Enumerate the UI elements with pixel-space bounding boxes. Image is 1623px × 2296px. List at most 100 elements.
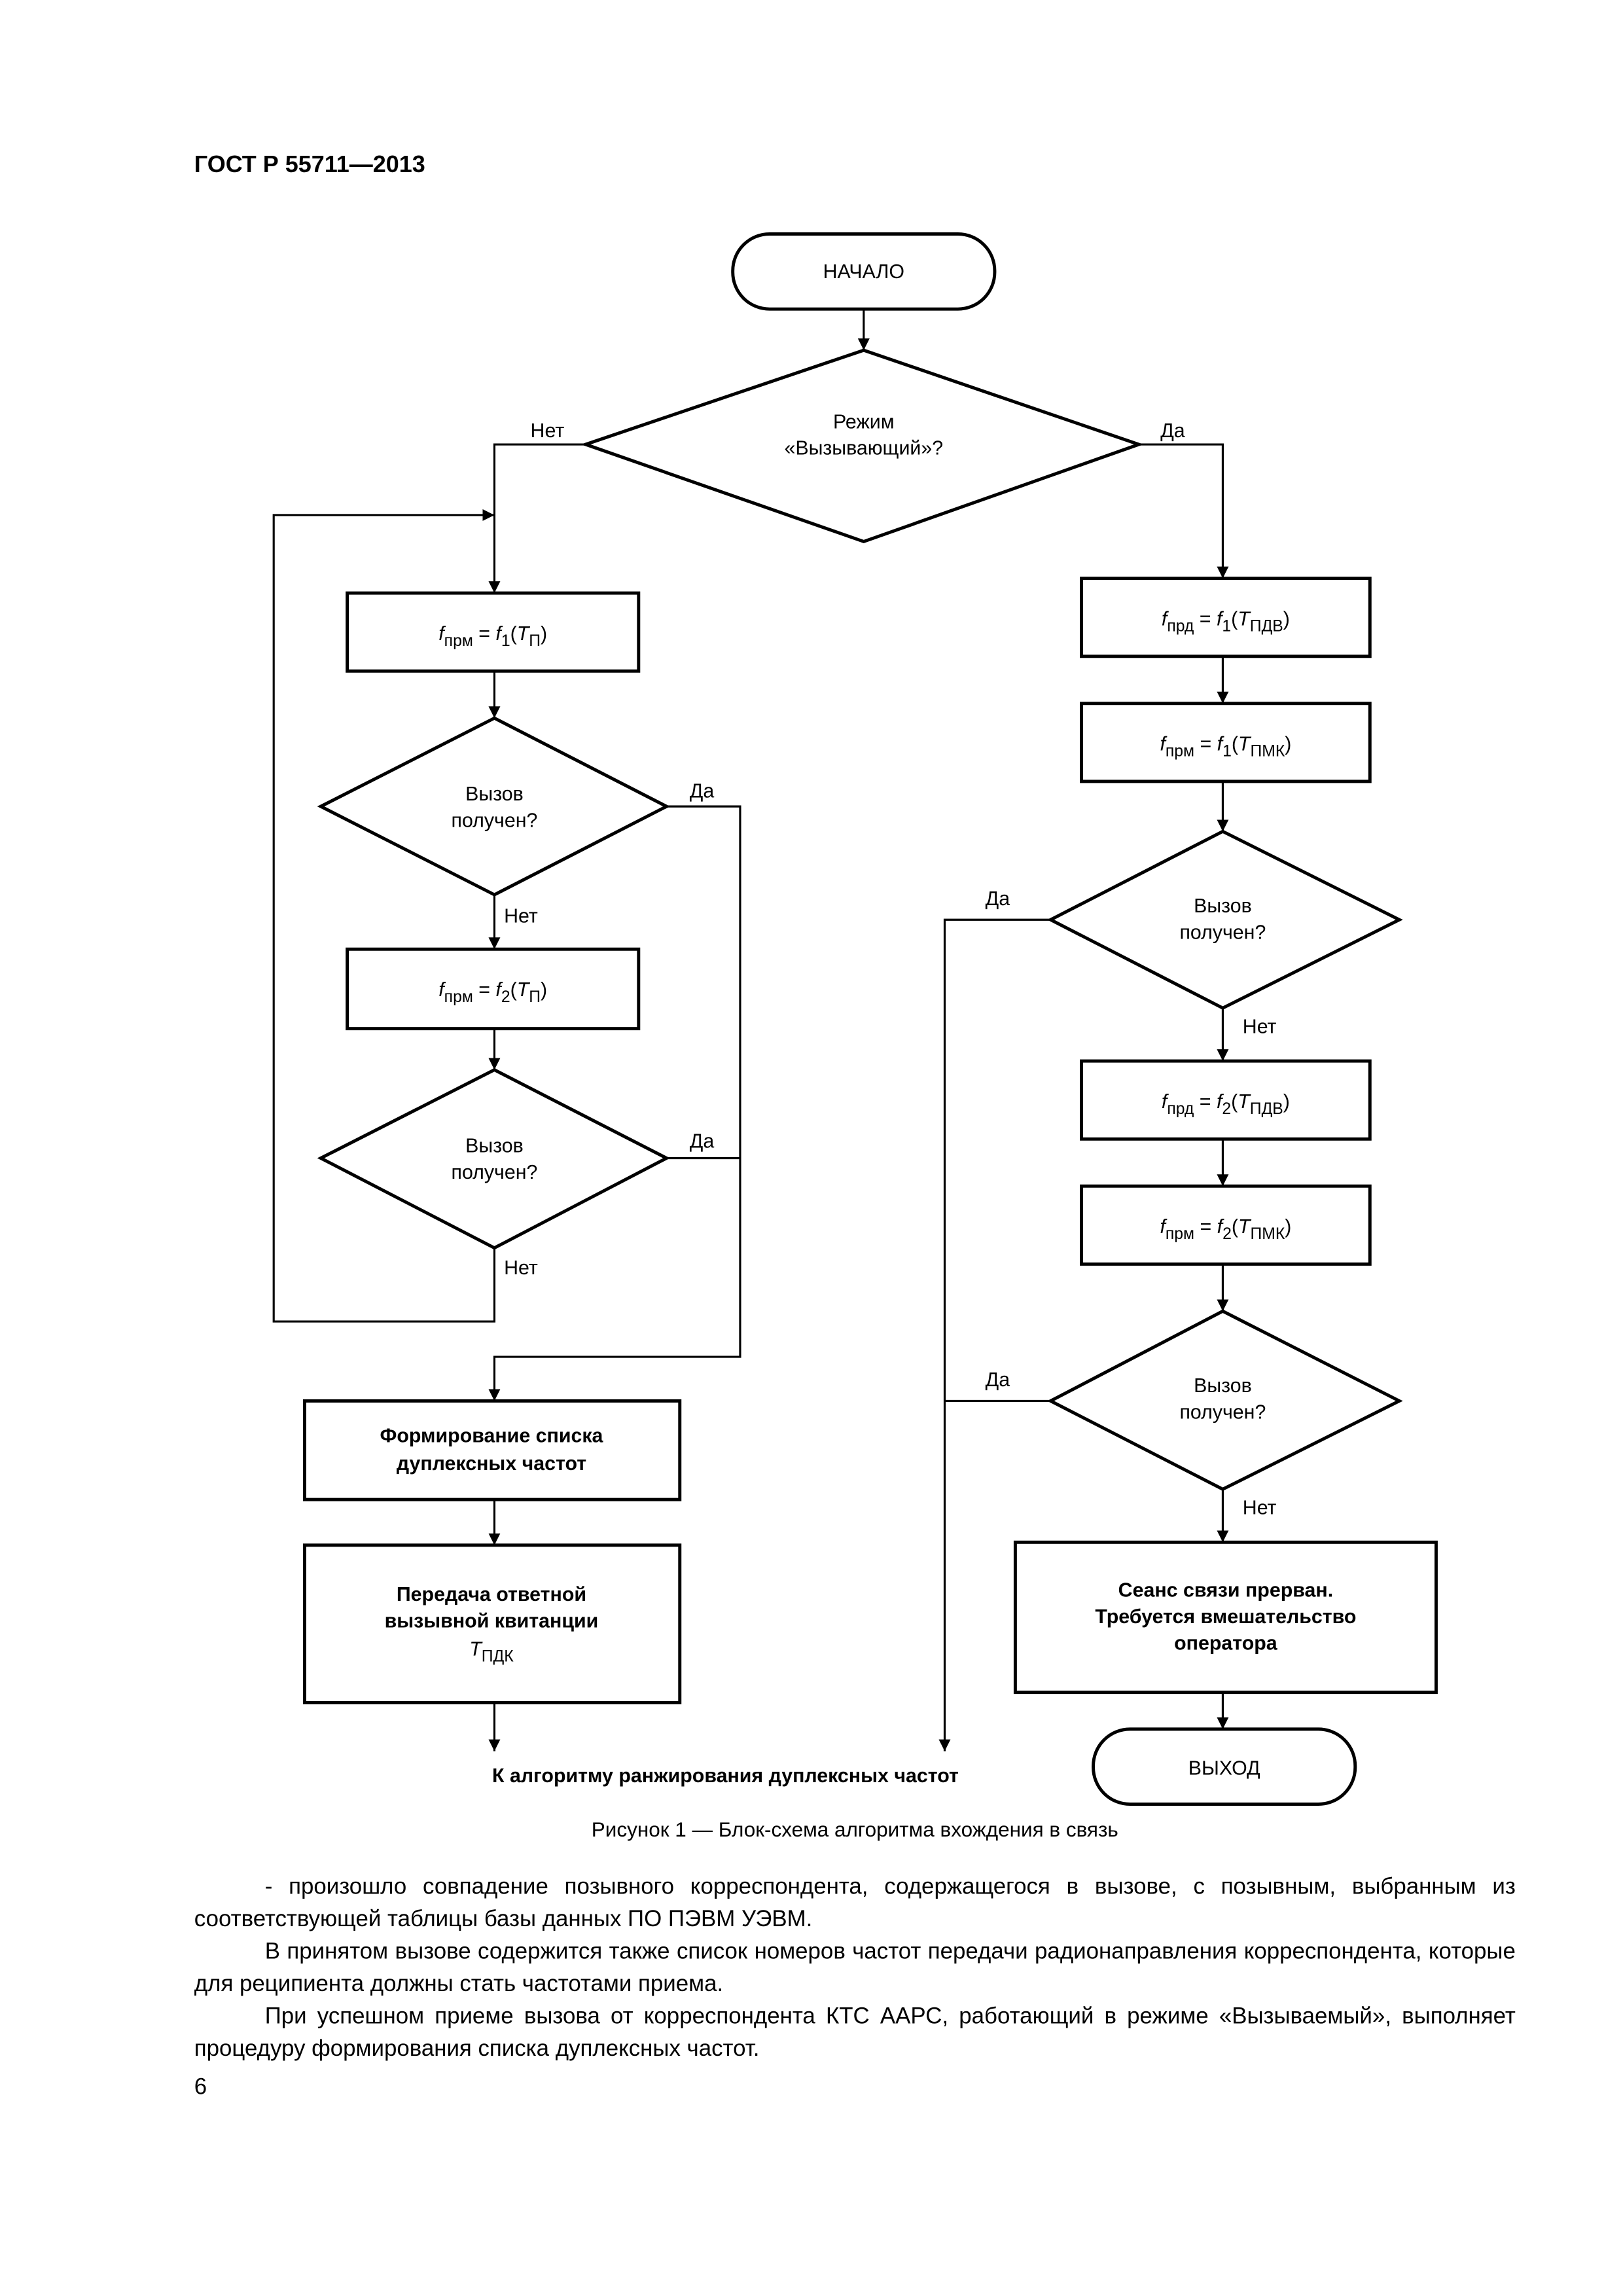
formula-part: ): [1285, 734, 1291, 755]
label-yes: Да: [986, 888, 1010, 910]
decision-text: получен?: [452, 1162, 538, 1183]
formula-part: ): [1283, 1091, 1290, 1113]
decision-right-2: [1046, 1309, 1403, 1492]
decision-text: получен?: [1179, 1401, 1266, 1423]
decision-left-2: [317, 1067, 670, 1250]
formula-part: T: [1238, 609, 1251, 630]
formula-part: ): [541, 623, 547, 645]
formula-subscript: ПДВ: [1250, 618, 1283, 636]
formula-subscript: прм: [444, 988, 473, 1006]
process-right-3: [1080, 1059, 1372, 1141]
body-text: - произошло совпадение позывного корресп…: [194, 1872, 1516, 2066]
formula-subscript: П: [529, 632, 541, 650]
session-broken-line1: Сеанс связи прерван.: [1118, 1580, 1333, 1602]
decision-left-1: [317, 716, 670, 897]
formula-subscript: 1: [1222, 743, 1232, 761]
mode-decision-line1: Режим: [833, 411, 895, 433]
session-broken-line2: Требуется вмешательство: [1095, 1606, 1356, 1628]
formula-part: (: [1231, 609, 1238, 630]
exit-terminal: [1092, 1727, 1357, 1806]
formula-subscript: 2: [501, 988, 510, 1006]
process-right-4: [1080, 1184, 1372, 1266]
formula-left-1: fпрм = f1(TП): [438, 623, 547, 650]
formula-part: =: [1194, 1216, 1217, 1238]
start-label: НАЧАЛО: [823, 261, 904, 283]
arrow-yes: [488, 805, 741, 1401]
formula-subscript: ПДВ: [1250, 1100, 1283, 1118]
formula-part: (: [1231, 1091, 1238, 1113]
document-header: ГОСТ Р 55711—2013: [194, 152, 425, 179]
formula-subscript: прм: [1166, 743, 1194, 761]
decision-text: Вызов: [1194, 895, 1252, 917]
figure-caption: Рисунок 1 — Блок-схема алгоритма вхожден…: [592, 1818, 1118, 1841]
process-right-1: [1080, 577, 1372, 658]
loop-arrow: [272, 509, 496, 1323]
send-receipt-box: [302, 1543, 682, 1704]
formula-subscript: 2: [1222, 1100, 1231, 1118]
formula-part: (: [1232, 734, 1238, 755]
formula-part: =: [473, 623, 496, 645]
label-yes: Да: [690, 1131, 715, 1153]
arrow-yes: [938, 918, 1051, 1751]
label-no: Нет: [531, 420, 565, 442]
mode-decision: [580, 348, 1144, 544]
connectors: [272, 309, 1229, 1751]
var-subscript: ПДК: [482, 1647, 514, 1665]
formula-part: T: [1238, 734, 1252, 755]
decision-text: Вызов: [465, 1135, 524, 1157]
send-receipt-line2: вызывной квитанции: [385, 1611, 599, 1632]
formula-subscript: 1: [501, 632, 510, 650]
decision-text: Вызов: [1194, 1375, 1252, 1397]
paragraph: - произошло совпадение позывного корресп…: [194, 1874, 1516, 1933]
to-ranking-label: К алгоритму ранжирования дуплексных част…: [492, 1765, 959, 1787]
send-receipt-line1: Передача ответной: [397, 1584, 586, 1605]
process-left-2: [346, 947, 641, 1031]
formula-part: T: [1238, 1091, 1251, 1113]
formula-part: (: [510, 979, 517, 1001]
formula-left-2: fпрм = f2(TП): [438, 979, 547, 1006]
label-yes: Да: [1160, 420, 1185, 442]
formula-right-4: fпрм = f2(TПМК): [1160, 1216, 1291, 1243]
label-no: Нет: [504, 906, 538, 927]
session-broken-line3: оператора: [1174, 1632, 1278, 1654]
label-yes: Да: [986, 1369, 1010, 1391]
arrow-yes: [1139, 443, 1229, 579]
form-list-line1: Формирование списка: [380, 1425, 603, 1446]
decision-right-1: [1046, 829, 1403, 1010]
label-no: Нет: [1243, 1016, 1277, 1037]
formula-subscript: 1: [1222, 618, 1231, 636]
label-no: Нет: [504, 1257, 538, 1279]
exit-label: ВЫХОД: [1188, 1758, 1260, 1780]
formula-part: =: [1194, 609, 1217, 630]
label-no: Нет: [1243, 1498, 1277, 1519]
formula-part: T: [1238, 1216, 1252, 1238]
formula-subscript: прд: [1167, 1100, 1194, 1118]
flowchart: НАЧАЛО Режим «Вызывающий»? Нет Да fпрм =…: [272, 232, 1438, 1841]
formula-part: ): [1285, 1216, 1291, 1238]
formula-subscript: прм: [1166, 1225, 1194, 1243]
decision-text: получен?: [1179, 922, 1266, 943]
page-number: 6: [194, 2075, 207, 2100]
session-broken-box: [1013, 1540, 1438, 1695]
formula-part: =: [1194, 734, 1217, 755]
form-list-box: [302, 1399, 682, 1501]
paragraph: В принятом вызове содержится также списо…: [194, 1939, 1516, 1998]
form-list-line2: дуплексных частот: [397, 1453, 586, 1475]
formula-subscript: 2: [1222, 1225, 1232, 1243]
formula-part: T: [517, 623, 531, 645]
formula-part: =: [473, 979, 496, 1001]
decision-text: получен?: [452, 810, 538, 832]
formula-right-1: fпрд = f1(TПДВ): [1162, 609, 1290, 636]
formula-part: (: [1232, 1216, 1238, 1238]
var-symbol: T: [469, 1638, 483, 1660]
formula-subscript: ПМК: [1250, 1225, 1285, 1243]
formula-part: T: [517, 979, 531, 1001]
formula-right-2: fпрм = f1(TПМК): [1160, 734, 1291, 761]
label-yes: Да: [690, 781, 715, 802]
paragraph: При успешном приеме вызова от корреспонд…: [194, 2004, 1516, 2062]
mode-decision-line2: «Вызывающий»?: [784, 438, 943, 459]
formula-part: (: [510, 623, 517, 645]
formula-subscript: прд: [1167, 618, 1194, 636]
formula-subscript: ПМК: [1250, 743, 1285, 761]
